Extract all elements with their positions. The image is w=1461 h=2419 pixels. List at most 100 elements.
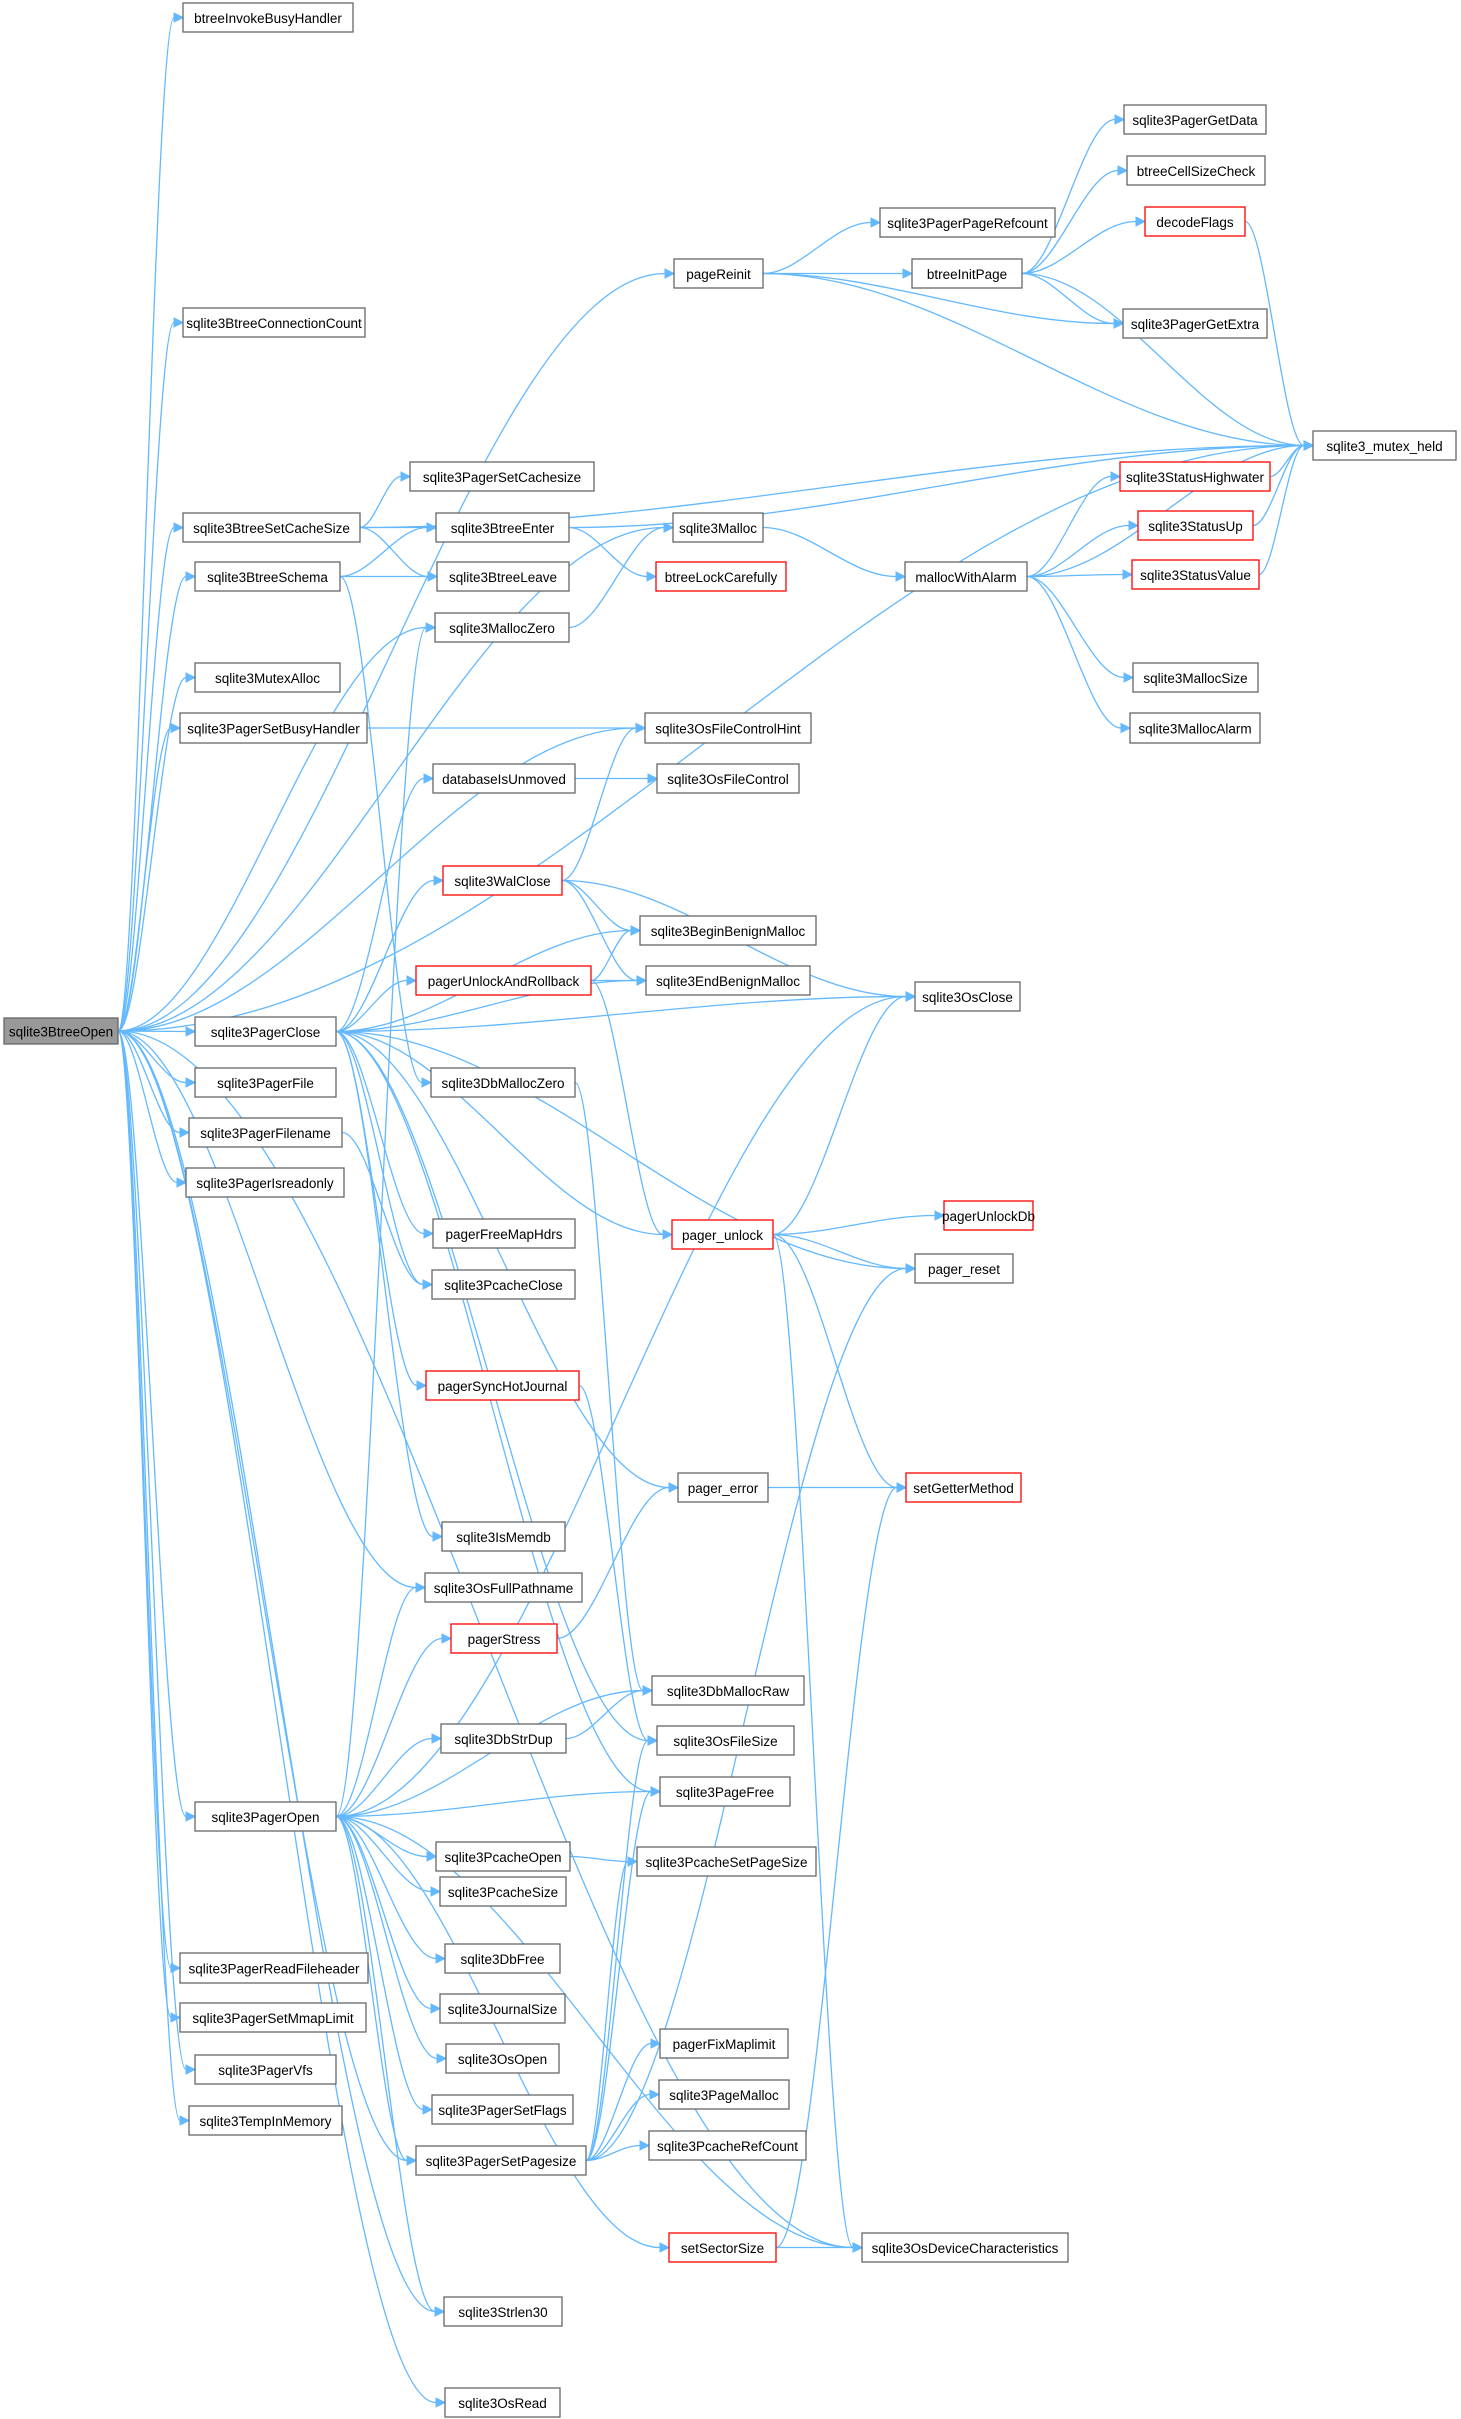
node-box[interactable]: [677, 1472, 769, 1503]
node-pagerFreeMapHdrs[interactable]: pagerFreeMapHdrs: [432, 1218, 576, 1249]
node-box[interactable]: [904, 561, 1028, 592]
node-sqlite3PagerReadFileheader[interactable]: sqlite3PagerReadFileheader: [179, 1952, 369, 1984]
node-sqlite3BeginBenignMalloc[interactable]: sqlite3BeginBenignMalloc: [639, 915, 817, 946]
node-sqlite3PagerPageRefcount[interactable]: sqlite3PagerPageRefcount: [879, 207, 1056, 238]
node-sqlite3PagerClose[interactable]: sqlite3PagerClose: [194, 1016, 337, 1047]
node-box[interactable]: [655, 561, 787, 592]
node-sqlite3MallocAlarm[interactable]: sqlite3MallocAlarm: [1129, 712, 1261, 744]
node-sqlite3BtreeLeave[interactable]: sqlite3BtreeLeave: [436, 561, 570, 592]
node-pagerSyncHotJournal[interactable]: pagerSyncHotJournal: [425, 1370, 580, 1401]
node-sqlite3IsMemdb[interactable]: sqlite3IsMemdb: [441, 1521, 566, 1552]
node-box[interactable]: [439, 1876, 567, 1907]
node-box[interactable]: [450, 1623, 558, 1654]
node-box[interactable]: [179, 712, 368, 744]
node-sqlite3MallocSize[interactable]: sqlite3MallocSize: [1132, 662, 1259, 693]
node-box[interactable]: [648, 2130, 807, 2161]
node-sqlite3PagerFile[interactable]: sqlite3PagerFile: [194, 1067, 337, 1098]
node-box[interactable]: [435, 1841, 571, 1872]
node-sqlite3OsClose[interactable]: sqlite3OsClose: [914, 981, 1021, 1012]
node-box[interactable]: [911, 258, 1023, 289]
node-databaseIsUnmoved[interactable]: databaseIsUnmoved: [432, 763, 576, 794]
node-box[interactable]: [194, 2054, 337, 2085]
node-box[interactable]: [639, 915, 817, 946]
node-sqlite3BtreeSetCacheSize[interactable]: sqlite3BtreeSetCacheSize: [182, 512, 361, 543]
node-sqlite3MutexAlloc[interactable]: sqlite3MutexAlloc: [194, 662, 341, 693]
node-box[interactable]: [194, 1016, 337, 1047]
node-box[interactable]: [415, 965, 592, 996]
node-decodeFlags[interactable]: decodeFlags: [1144, 206, 1246, 237]
node-sqlite3BtreeConnectionCount[interactable]: sqlite3BtreeConnectionCount: [182, 307, 366, 338]
node-box[interactable]: [3, 1017, 119, 1045]
node-box[interactable]: [432, 1218, 576, 1249]
node-sqlite3StatusValue[interactable]: sqlite3StatusValue: [1131, 559, 1260, 590]
node-box[interactable]: [656, 1725, 795, 1756]
node-pager_reset[interactable]: pager_reset: [914, 1253, 1014, 1284]
node-box[interactable]: [182, 2, 354, 33]
node-box[interactable]: [439, 1993, 566, 2024]
node-sqlite3PagerVfs[interactable]: sqlite3PagerVfs: [194, 2054, 337, 2085]
node-box[interactable]: [444, 1943, 561, 1974]
node-box[interactable]: [443, 2296, 563, 2327]
node-box[interactable]: [651, 1675, 805, 1706]
node-sqlite3PcacheOpen[interactable]: sqlite3PcacheOpen: [435, 1841, 571, 1872]
node-box[interactable]: [425, 1370, 580, 1401]
node-sqlite3PagerSetMmapLimit[interactable]: sqlite3PagerSetMmapLimit: [179, 2002, 367, 2033]
node-setGetterMethod[interactable]: setGetterMethod: [905, 1472, 1022, 1503]
node-box[interactable]: [1137, 510, 1254, 541]
node-pagerFixMaplimit[interactable]: pagerFixMaplimit: [659, 2028, 789, 2059]
node-sqlite3StatusHighwater[interactable]: sqlite3StatusHighwater: [1119, 461, 1271, 492]
node-box[interactable]: [431, 2094, 574, 2125]
node-box[interactable]: [914, 981, 1021, 1012]
node-box[interactable]: [1312, 430, 1457, 461]
node-box[interactable]: [436, 561, 570, 592]
node-sqlite3OsFullPathname[interactable]: sqlite3OsFullPathname: [424, 1572, 583, 1603]
node-sqlite3PagerOpen[interactable]: sqlite3PagerOpen: [194, 1801, 337, 1832]
node-sqlite3PagerFilename[interactable]: sqlite3PagerFilename: [188, 1117, 343, 1148]
node-box[interactable]: [179, 1952, 369, 1984]
node-box[interactable]: [194, 1067, 337, 1098]
node-pagerUnlockAndRollback[interactable]: pagerUnlockAndRollback: [415, 965, 592, 996]
node-sqlite3OsOpen[interactable]: sqlite3OsOpen: [445, 2043, 560, 2074]
node-setSectorSize[interactable]: setSectorSize: [668, 2232, 777, 2263]
node-box[interactable]: [668, 2232, 777, 2263]
node-sqlite3BtreeOpen[interactable]: sqlite3BtreeOpen: [3, 1017, 119, 1045]
node-btreeCellSizeCheck[interactable]: btreeCellSizeCheck: [1126, 155, 1266, 186]
node-box[interactable]: [672, 512, 764, 543]
node-box[interactable]: [1122, 308, 1268, 339]
node-pager_unlock[interactable]: pager_unlock: [671, 1219, 774, 1250]
node-box[interactable]: [1144, 206, 1246, 237]
node-box[interactable]: [179, 2002, 367, 2033]
node-box[interactable]: [659, 1776, 791, 1807]
node-box[interactable]: [879, 207, 1056, 238]
node-box[interactable]: [441, 1521, 566, 1552]
node-box[interactable]: [636, 1846, 817, 1877]
node-sqlite3DbStrDup[interactable]: sqlite3DbStrDup: [440, 1723, 567, 1754]
node-sqlite3Strlen30[interactable]: sqlite3Strlen30: [443, 2296, 563, 2327]
node-box[interactable]: [658, 2079, 790, 2110]
node-pagerStress[interactable]: pagerStress: [450, 1623, 558, 1654]
node-box[interactable]: [432, 763, 576, 794]
node-box[interactable]: [434, 612, 570, 643]
node-sqlite3BtreeSchema[interactable]: sqlite3BtreeSchema: [194, 561, 341, 592]
node-box[interactable]: [671, 1219, 774, 1250]
node-box[interactable]: [194, 1801, 337, 1832]
node-box[interactable]: [914, 1253, 1014, 1284]
node-box[interactable]: [1129, 712, 1261, 744]
node-sqlite3WalClose[interactable]: sqlite3WalClose: [442, 865, 563, 896]
node-sqlite3DbMallocRaw[interactable]: sqlite3DbMallocRaw: [651, 1675, 805, 1706]
node-sqlite3TempInMemory[interactable]: sqlite3TempInMemory: [188, 2105, 343, 2136]
node-sqlite3JournalSize[interactable]: sqlite3JournalSize: [439, 1993, 566, 2024]
node-box[interactable]: [188, 1117, 343, 1148]
node-sqlite3DbMallocZero[interactable]: sqlite3DbMallocZero: [430, 1067, 576, 1098]
node-sqlite3PagerGetExtra[interactable]: sqlite3PagerGetExtra: [1122, 308, 1268, 339]
node-box[interactable]: [194, 561, 341, 592]
node-sqlite3OsFileSize[interactable]: sqlite3OsFileSize: [656, 1725, 795, 1756]
node-box[interactable]: [1131, 559, 1260, 590]
node-sqlite3BtreeEnter[interactable]: sqlite3BtreeEnter: [435, 512, 570, 543]
node-sqlite3PcacheSetPageSize[interactable]: sqlite3PcacheSetPageSize: [636, 1846, 817, 1877]
node-sqlite3PagerSetCachesize[interactable]: sqlite3PagerSetCachesize: [409, 461, 595, 492]
node-sqlite3PagerSetFlags[interactable]: sqlite3PagerSetFlags: [431, 2094, 574, 2125]
node-btreeInvokeBusyHandler[interactable]: btreeInvokeBusyHandler: [182, 2, 354, 33]
node-sqlite3OsFileControl[interactable]: sqlite3OsFileControl: [656, 763, 800, 794]
node-box[interactable]: [409, 461, 595, 492]
